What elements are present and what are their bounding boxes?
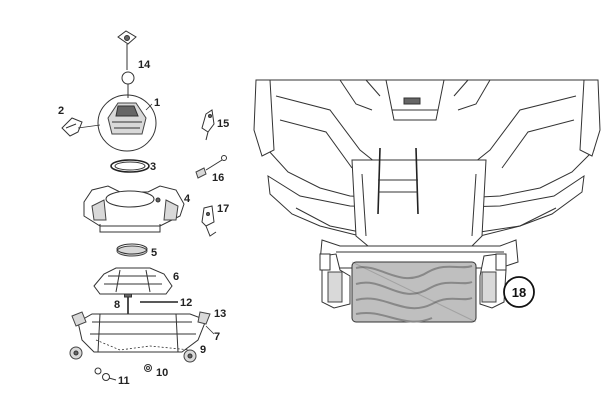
underside-view: 18 bbox=[253, 79, 601, 323]
part-9-wheels bbox=[69, 346, 197, 363]
part-4-top-cover bbox=[83, 185, 185, 233]
label-part-13: 13 bbox=[214, 308, 226, 320]
part-11-fittings bbox=[94, 367, 117, 381]
label-part-15: 15 bbox=[217, 118, 229, 130]
label-part-6: 6 bbox=[173, 271, 179, 283]
label-part-11: 11 bbox=[118, 375, 130, 387]
part-15-sensor bbox=[201, 109, 215, 141]
part-6-filter-basket bbox=[93, 267, 173, 295]
label-part-4: 4 bbox=[184, 193, 191, 205]
part-18-brush-roller bbox=[351, 261, 477, 323]
label-part-14: 14 bbox=[138, 59, 151, 71]
label-part-16: 16 bbox=[212, 172, 224, 184]
label-part-7: 7 bbox=[214, 331, 220, 343]
part-16-cable bbox=[195, 155, 227, 179]
label-part-10: 10 bbox=[156, 367, 168, 379]
label-part-8: 8 bbox=[114, 299, 120, 311]
part-10-washer bbox=[144, 364, 152, 372]
label-part-3: 3 bbox=[150, 161, 156, 173]
part-14-float bbox=[117, 30, 137, 98]
label-part-5: 5 bbox=[151, 247, 157, 259]
label-part-12: 12 bbox=[180, 297, 192, 309]
part-5-filter-disc bbox=[116, 243, 148, 257]
part-3-seal-ring bbox=[110, 159, 150, 173]
label-part-2: 2 bbox=[58, 105, 64, 117]
callout-18-label: 18 bbox=[512, 285, 526, 300]
part-2-clip bbox=[61, 117, 101, 137]
label-part-17: 17 bbox=[217, 203, 229, 215]
part-17-bracket bbox=[201, 205, 217, 237]
part-8-screw bbox=[124, 293, 132, 314]
part-7-base-chassis bbox=[71, 311, 215, 353]
label-part-9: 9 bbox=[200, 344, 206, 356]
exploded-view: 14 1 2 3 4 5 6 8 12 13 7 9 10 11 15 16 1… bbox=[58, 30, 229, 387]
label-part-1: 1 bbox=[154, 97, 160, 109]
callout-18: 18 bbox=[503, 276, 535, 308]
part-1-handle bbox=[97, 94, 157, 152]
